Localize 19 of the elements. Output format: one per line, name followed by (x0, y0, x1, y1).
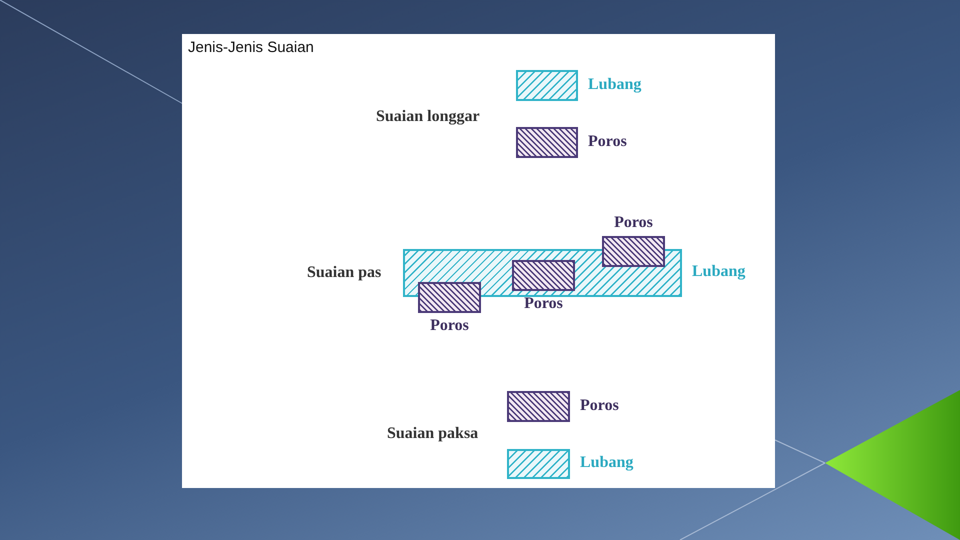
diagram-title: Jenis-Jenis Suaian (188, 39, 314, 56)
shaft-rectangle (418, 282, 481, 313)
hole-rectangle (516, 70, 578, 101)
part-label: Lubang (588, 76, 642, 94)
part-label: Poros (580, 396, 619, 414)
fit-type-label: Suaian paksa (387, 425, 478, 443)
fit-type-label: Suaian pas (307, 264, 382, 282)
shaft-rectangle (507, 391, 570, 422)
part-label: Lubang (580, 454, 634, 472)
part-label: Poros (588, 132, 627, 150)
shaft-rectangle (602, 236, 665, 267)
part-label: Poros (614, 214, 653, 232)
shaft-rectangle (516, 127, 578, 158)
part-label: Poros (524, 295, 563, 313)
hole-rectangle (507, 449, 570, 479)
shaft-rectangle (512, 260, 575, 291)
part-label: Lubang (692, 263, 746, 281)
part-label: Poros (430, 317, 469, 335)
fit-type-label: Suaian longgar (376, 108, 480, 126)
